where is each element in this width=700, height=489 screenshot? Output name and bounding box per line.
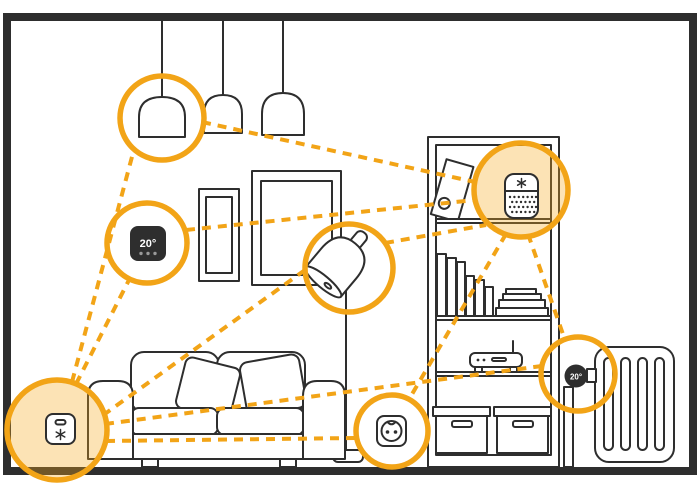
shelf-board xyxy=(435,218,552,224)
connection-hub-outlet xyxy=(105,436,357,443)
sofa-seat-cushion xyxy=(216,407,305,436)
connection-hub-thermostat xyxy=(74,279,131,385)
radiator-pipe xyxy=(563,386,574,468)
connection-speaker-outlet xyxy=(406,232,508,403)
connection-floor-lamp-hub xyxy=(100,268,307,418)
thermostat-body xyxy=(130,226,166,261)
connections xyxy=(70,120,567,443)
smart-star-icon xyxy=(55,428,66,441)
floor-lamp-bulb xyxy=(323,281,333,290)
storage-box xyxy=(493,406,552,454)
sofa xyxy=(87,351,346,468)
valve-reading: 20° xyxy=(570,373,582,382)
picture-frame-small-inner xyxy=(205,196,233,274)
connection-speaker-radiator-valve xyxy=(526,233,567,341)
highlight-rings xyxy=(4,73,618,483)
radiator xyxy=(563,346,675,468)
stacked-books xyxy=(495,288,549,317)
hub-slot xyxy=(54,419,67,426)
router xyxy=(469,340,523,373)
connection-thermostat-speaker xyxy=(185,198,476,232)
radiator-slat xyxy=(637,357,648,451)
speaker-grille xyxy=(508,195,538,214)
floor-lamp-highlight[interactable] xyxy=(302,221,396,315)
leaning-book-hole xyxy=(437,196,451,210)
outlet[interactable] xyxy=(376,415,407,447)
sofa-foot xyxy=(141,458,159,468)
valve-body xyxy=(564,364,588,388)
leaning-book xyxy=(429,158,475,223)
wall-thermostat[interactable]: 20° xyxy=(130,226,166,261)
connection-hub-pendant-lamp xyxy=(70,152,135,383)
valve-bracket xyxy=(586,368,597,383)
radiator-slat xyxy=(620,357,631,451)
outlet-highlight[interactable] xyxy=(353,392,431,470)
pendant-lamp-shade-3 xyxy=(261,92,305,136)
pendant-lamp-shade-1 xyxy=(138,96,186,138)
thermostat-highlight[interactable] xyxy=(104,200,190,286)
sofa-foot xyxy=(279,458,297,468)
radiator-slat xyxy=(603,357,614,451)
radiator-slat xyxy=(654,357,665,451)
hub-highlight[interactable] xyxy=(4,377,110,483)
pendant-lamp-group xyxy=(138,20,305,138)
connection-floor-lamp-speaker xyxy=(384,223,487,245)
connection-pendant-lamp-speaker xyxy=(201,120,476,184)
smart-star-icon xyxy=(516,177,527,189)
radiator-valve-highlight[interactable] xyxy=(538,334,618,414)
speaker-highlight[interactable] xyxy=(471,140,571,240)
storage-box xyxy=(432,406,491,454)
shelf-board xyxy=(435,315,552,321)
thermostat-reading: 20° xyxy=(140,238,157,250)
smart-hub[interactable] xyxy=(45,413,76,445)
sofa-armrest-right xyxy=(302,380,346,460)
pendant-lamp-highlight[interactable] xyxy=(117,73,207,163)
radiator-valve[interactable]: 20° xyxy=(564,364,588,388)
outlet-notch xyxy=(387,421,396,426)
outlet-socket xyxy=(380,420,403,442)
floor-lamp-shade xyxy=(304,236,366,298)
smart-speaker[interactable] xyxy=(504,173,539,219)
